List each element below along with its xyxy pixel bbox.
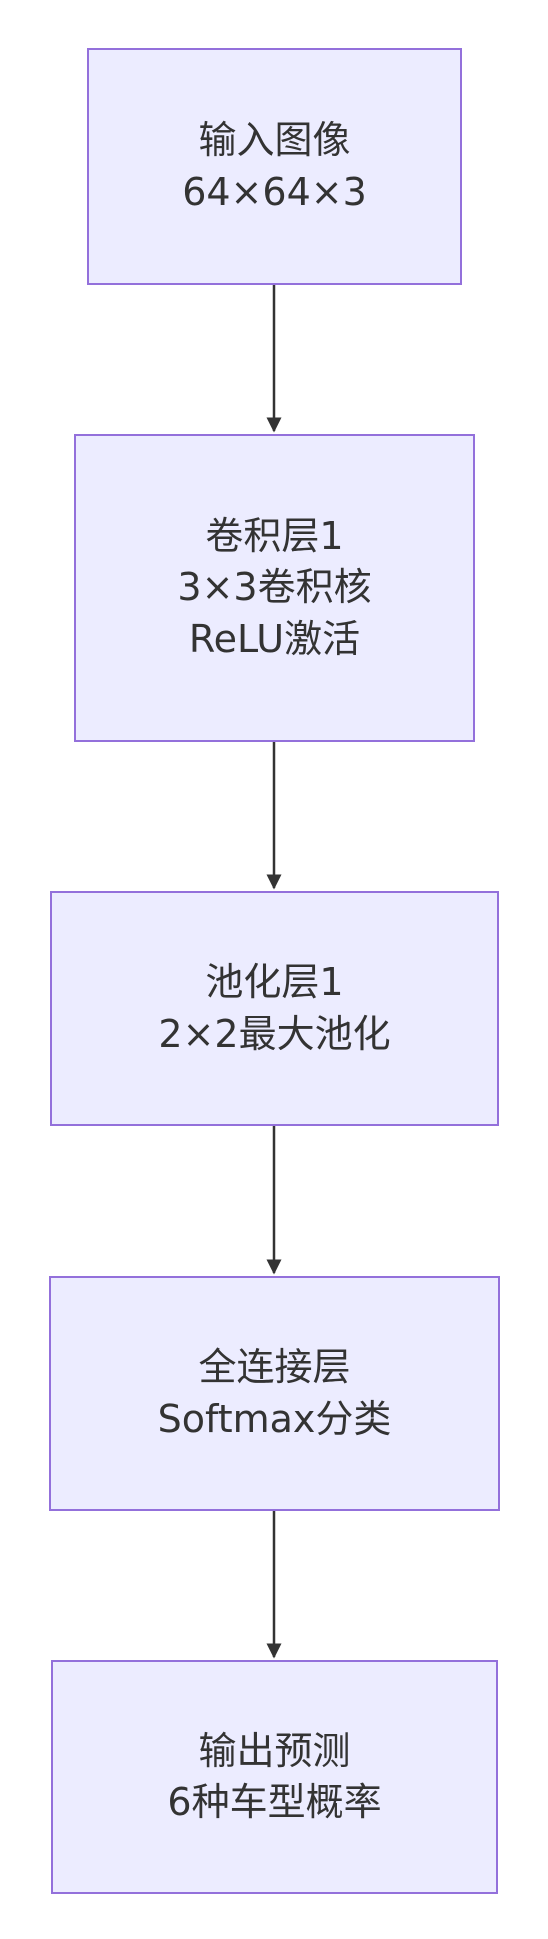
node-conv-layer-1: 卷积层1 3×3卷积核 ReLU激活 [74, 434, 475, 742]
node-output-prediction: 输出预测 6种车型概率 [51, 1660, 498, 1894]
node-label: 池化层1 [205, 960, 344, 1005]
node-label: Softmax分类 [157, 1396, 392, 1441]
node-label: 全连接层 [198, 1345, 351, 1390]
node-label: 输出预测 [198, 1728, 351, 1773]
node-label: 3×3卷积核 [177, 565, 372, 610]
node-label: 6种车型概率 [167, 1780, 382, 1824]
node-label: 64×64×3 [182, 169, 367, 214]
node-label: 卷积层1 [205, 514, 344, 559]
node-fully-connected: 全连接层 Softmax分类 [49, 1276, 500, 1511]
node-label: 输入图像 [198, 118, 351, 163]
node-input-image: 输入图像 64×64×3 [87, 48, 462, 285]
node-pool-layer-1: 池化层1 2×2最大池化 [50, 891, 499, 1126]
node-label: 2×2最大池化 [158, 1011, 391, 1056]
node-label: ReLU激活 [188, 616, 361, 661]
